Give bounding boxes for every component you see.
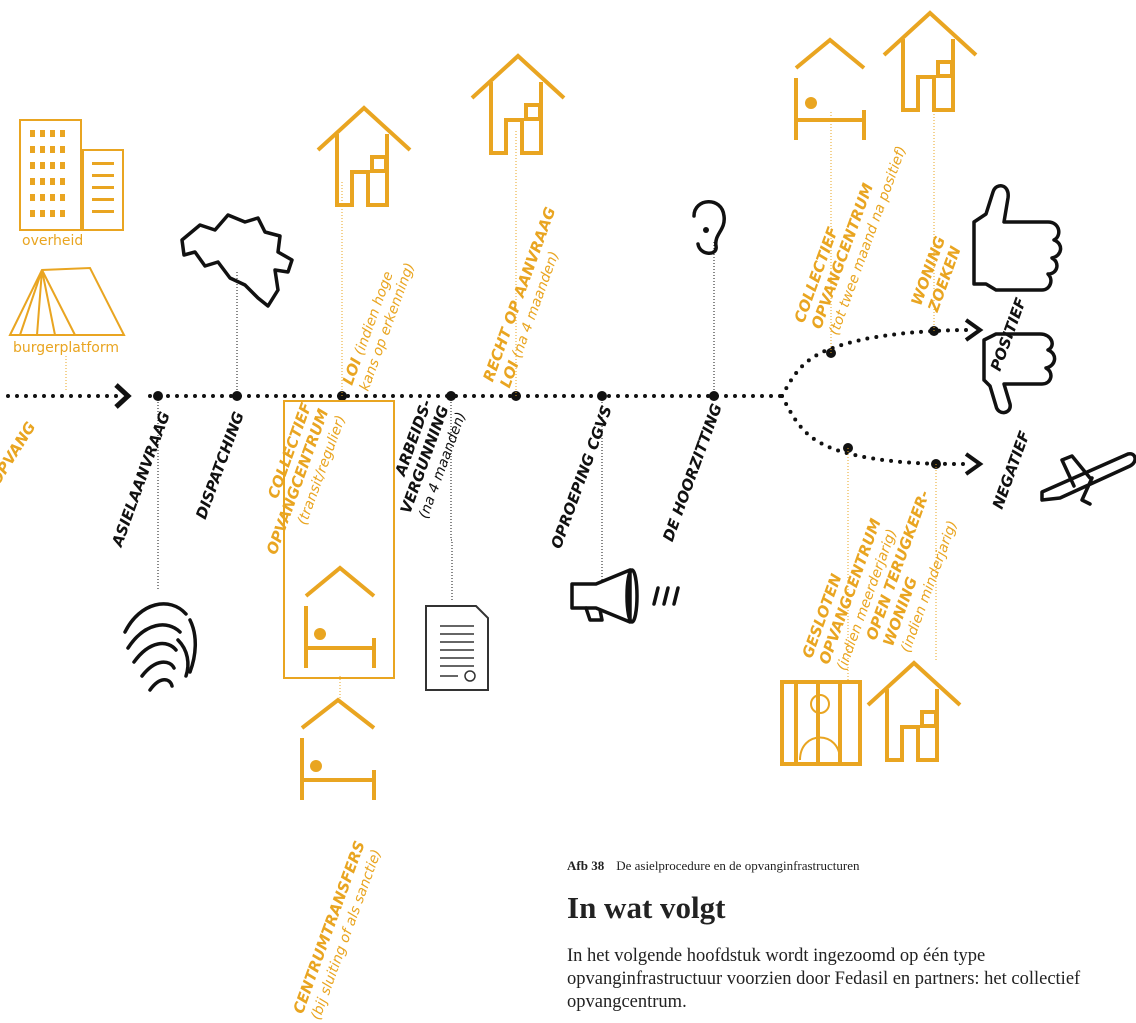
collectief-label: COLLECTIEF OPVANGCENTRUM (transit/reguli… [263, 400, 349, 557]
bed-house-icon [300, 697, 376, 800]
thumbs-down-icon [982, 332, 1057, 415]
megaphone-icon [570, 568, 639, 624]
timeline-arrow [114, 383, 132, 409]
asielaanvraag-label: ASIELAANVRAAG [108, 409, 174, 550]
collectief-positief-label: COLLECTIEF OPVANGCENTRUM (tot twee maand… [791, 144, 910, 337]
house-icon [866, 660, 962, 762]
burgerplatform-label: burgerplatform [13, 340, 119, 356]
bed-house-icon [304, 565, 376, 668]
recht-op-aanvraag-label: RECHT OP AANVRAAG LOI (na 4 maanden) [479, 205, 562, 390]
figure-caption-text: De asielprocedure en de opvanginfrastruc… [616, 858, 860, 873]
section-title: In wat volgt [567, 890, 726, 925]
woning-zoeken-label: WONING ZOEKEN [907, 234, 964, 315]
house-icon [316, 105, 412, 207]
thumbs-up-icon [972, 184, 1063, 292]
bed-house-icon [794, 37, 866, 140]
negatief-label: NEGATIEF [989, 428, 1034, 512]
negatief-arrow [964, 452, 984, 476]
loi-label: LOI (indien hoge kans op erkenning) [339, 261, 418, 393]
oproeping-label: OPROEPING CGVS [547, 403, 615, 551]
tent-icon [8, 266, 126, 336]
airplane-icon [1040, 452, 1136, 506]
centrumtransfers-label: CENTRUMTRANSFERS (bij sluiting of als sa… [289, 838, 384, 1022]
house-icon [882, 10, 978, 112]
figure-number: Afb 38 [567, 858, 605, 873]
collectief-frame [283, 400, 395, 679]
preopvang-label: PREOPVANG [0, 419, 39, 516]
positief-arrow [964, 318, 984, 342]
fingerprint-icon [123, 602, 197, 692]
overheid-label: overheid [22, 233, 83, 249]
dispatching-label: DISPATCHING [192, 409, 248, 521]
document-icon [425, 605, 489, 691]
sound-waves-icon [652, 586, 680, 606]
house-icon [470, 53, 566, 155]
figure-caption: Afb 38 De asielprocedure en de opvanginfr… [567, 858, 1127, 874]
section-body: In het volgende hoofdstuk wordt ingezoom… [567, 946, 1081, 1012]
hoorzitting-label: DE HOORZITTING [659, 401, 726, 544]
office-building-icon [19, 119, 124, 231]
belgium-map-icon [180, 213, 294, 308]
prison-icon [780, 680, 862, 766]
ear-icon [692, 200, 726, 255]
